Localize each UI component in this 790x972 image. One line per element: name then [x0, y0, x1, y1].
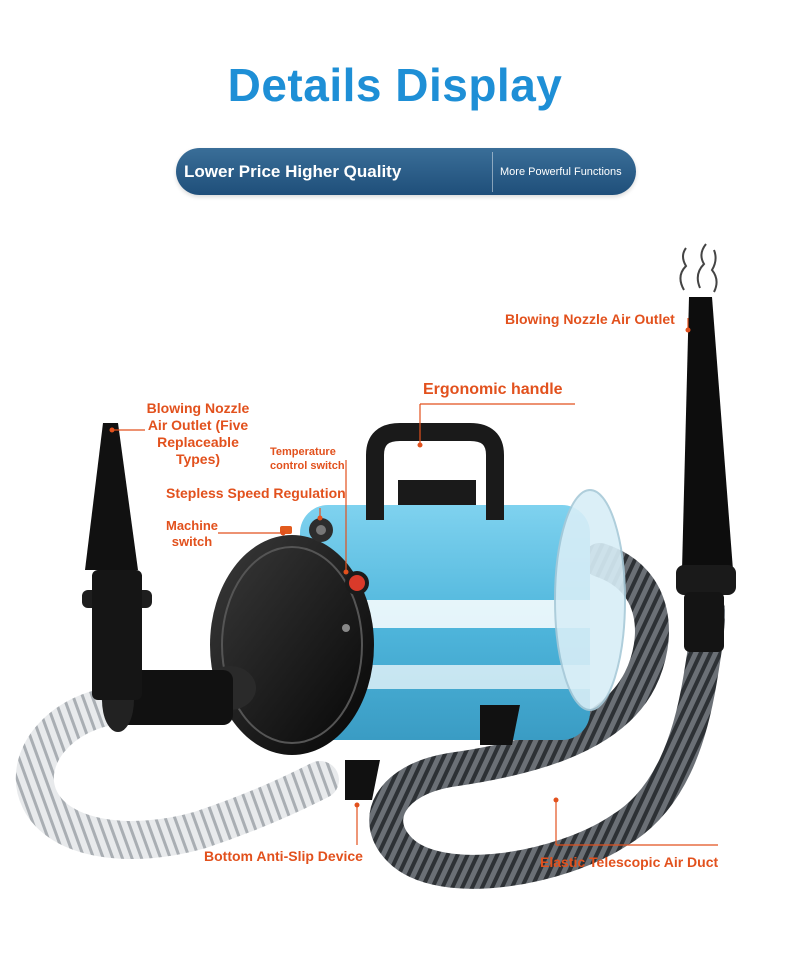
banner-divider: [492, 151, 493, 192]
callout-bottom: Bottom Anti-Slip Device: [204, 848, 363, 864]
callout-machine-switch: Machine switch: [160, 518, 224, 550]
callout-left-nozzle: Blowing Nozzle Air Outlet (Five Replacea…: [145, 400, 251, 468]
callout-top-nozzle: Blowing Nozzle Air Outlet: [505, 311, 675, 327]
ergonomic-handle: [366, 423, 504, 520]
dryer-body: [210, 489, 626, 755]
callout-speed: Stepless Speed Regulation: [166, 485, 346, 501]
callout-handle: Ergonomic handle: [423, 381, 563, 398]
callout-temperature-line1: Temperature: [270, 446, 336, 458]
callout-left-nozzle-line2: Air Outlet (Five: [147, 417, 249, 433]
slogan-banner: Lower Price Higher Quality More Powerful…: [176, 148, 636, 195]
callout-machine-line1: Machine: [165, 518, 218, 533]
air-duct-hose: [369, 543, 725, 889]
anti-slip-feet: [345, 705, 520, 800]
callout-temperature-line2: control switch: [270, 460, 345, 472]
callout-duct: Elastic Telescopic Air Duct: [540, 854, 719, 870]
left-nozzle: [82, 423, 152, 700]
control-panel: [280, 518, 369, 632]
page-title: Details Display: [227, 59, 563, 111]
slogan-right: More Powerful Functions: [500, 165, 622, 178]
right-nozzle: [676, 243, 736, 652]
callout-machine-line2: switch: [171, 534, 213, 549]
callout-left-nozzle-line3: Replaceable: [157, 434, 239, 450]
slogan-left: Lower Price Higher Quality: [184, 161, 402, 181]
callout-left-nozzle-line1: Blowing Nozzle: [146, 400, 250, 416]
callout-temperature: Temperature control switch: [270, 445, 345, 473]
callout-left-nozzle-line4: Types): [175, 451, 221, 467]
clear-hose-left: [15, 686, 339, 859]
callout-lines: [109, 318, 718, 846]
